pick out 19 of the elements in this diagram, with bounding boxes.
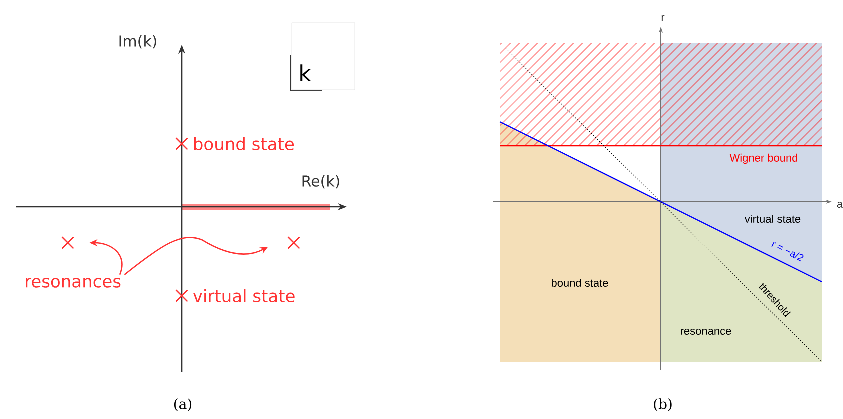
state-label: virtual state [193,289,295,303]
panel-label: (a) [174,398,192,412]
state-label: bound state [194,137,294,151]
cross-mark [288,236,300,250]
region-label: bound state [552,278,608,288]
axis-label: k [300,64,312,82]
cross-mark [62,236,74,250]
annotation-text: resonances [26,278,121,288]
cross-mark [176,290,188,302]
axis-label: Im(k) [120,35,156,49]
line-label: r = −a/2 [772,242,804,262]
region-label: resonance [681,328,732,335]
region-label: virtual state [744,214,801,224]
cross-mark [176,138,188,150]
axis-label: r [662,15,665,21]
axis-label: a [837,202,843,208]
line-label: Wigner bound [730,154,798,164]
axis-label: Re(k) [302,175,340,189]
panel-label: (b) [654,398,672,412]
